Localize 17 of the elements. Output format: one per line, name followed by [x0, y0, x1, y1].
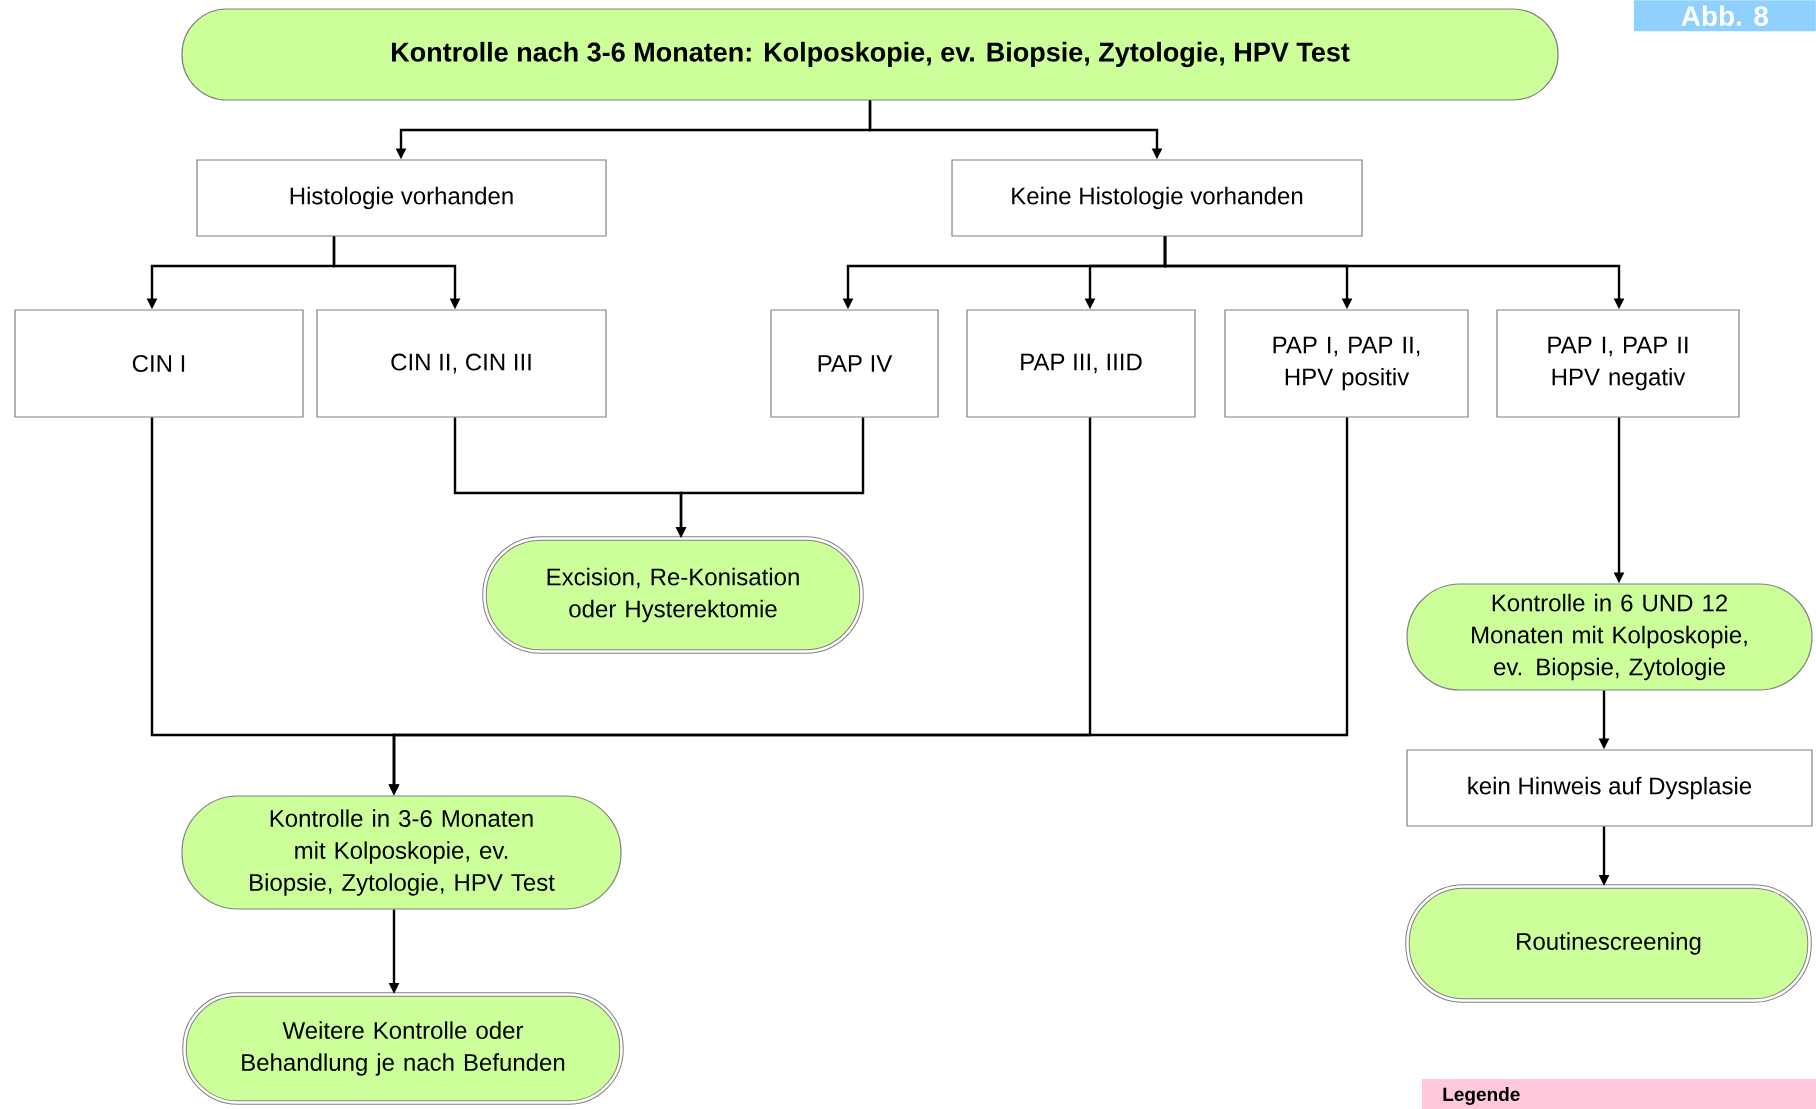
- process-box: kein Hinweis auf Dysplasie: [1406, 749, 1813, 827]
- follow-up-pill: Kontrolle in 3-6 Monaten mit Kolposkopie, ev. Biopsie, Zytologie, HPV Test: [181, 795, 622, 910]
- outcome-pill: Routinescreening: [1405, 884, 1812, 1003]
- process-box: Histologie vorhanden: [196, 159, 607, 237]
- outcome-pill: Weitere Kontrolle oder Behandlung je nach Befunden: [182, 992, 624, 1105]
- process-box: CIN I: [14, 309, 304, 418]
- process-box: Keine Histologie vorhanden: [951, 159, 1363, 237]
- process-box: CIN II, CIN III: [316, 309, 607, 418]
- legend-panel: Legende: [1422, 1079, 1816, 1109]
- process-box: PAP IV: [770, 309, 939, 418]
- figure-badge: Abb. 8: [1633, 0, 1816, 32]
- title-pill: Kontrolle nach 3-6 Monaten: Kolposkopie, ev. Biopsie, Zytologie, HPV Test: [181, 8, 1559, 101]
- outcome-pill: Excision, Re-Konisation oder Hysterektomie: [482, 536, 864, 654]
- process-box: PAP III, IIID: [966, 309, 1196, 418]
- follow-up-pill: Kontrolle in 6 UND 12 Monaten mit Kolposkopie, ev. Biopsie, Zytologie: [1406, 583, 1813, 691]
- process-box: PAP I, PAP II, HPV positiv: [1224, 309, 1469, 418]
- process-box: PAP I, PAP II HPV negativ: [1496, 309, 1740, 418]
